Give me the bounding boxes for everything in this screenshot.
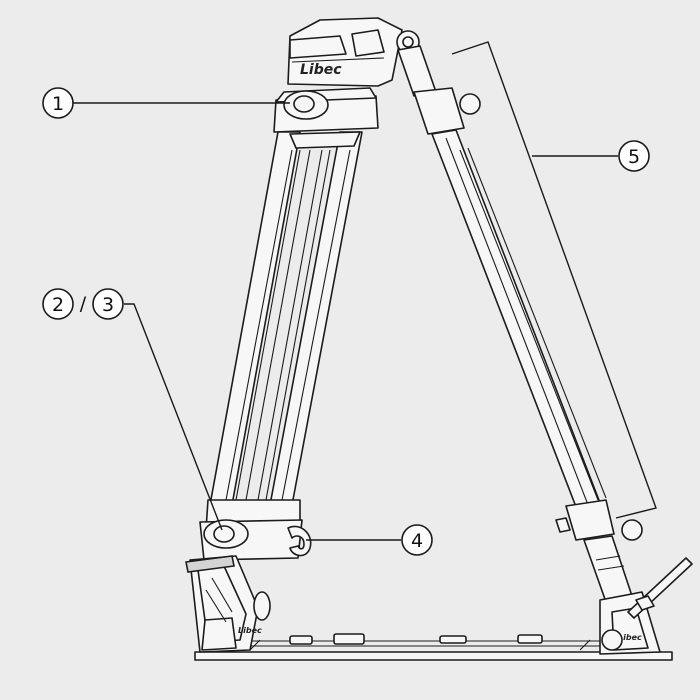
callout-4-label: 4 bbox=[411, 530, 423, 552]
ground-spreader bbox=[194, 633, 673, 661]
callout-1: 1 bbox=[42, 87, 74, 119]
callout-1-label: 1 bbox=[52, 93, 64, 115]
left-foot: Libec bbox=[185, 555, 271, 653]
callout-separator: / bbox=[80, 293, 87, 315]
head-brand-label: Libec bbox=[300, 62, 342, 78]
left-leg bbox=[199, 87, 379, 561]
callout-4: 4 bbox=[401, 524, 433, 556]
callout-2-label: 2 bbox=[52, 294, 64, 316]
tripod-head: Libec bbox=[287, 17, 420, 87]
callout-3: 3 bbox=[92, 288, 124, 320]
right-leg bbox=[397, 45, 643, 603]
callout-2: 2 bbox=[42, 288, 74, 320]
leader-lines bbox=[73, 41, 657, 541]
callout-3-label: 3 bbox=[102, 294, 114, 316]
callout-5-label: 5 bbox=[628, 146, 640, 168]
callout-5: 5 bbox=[618, 140, 650, 172]
svg-text:Libec: Libec bbox=[618, 633, 642, 642]
right-foot: Libec bbox=[599, 557, 693, 655]
svg-text:Libec: Libec bbox=[238, 626, 262, 635]
